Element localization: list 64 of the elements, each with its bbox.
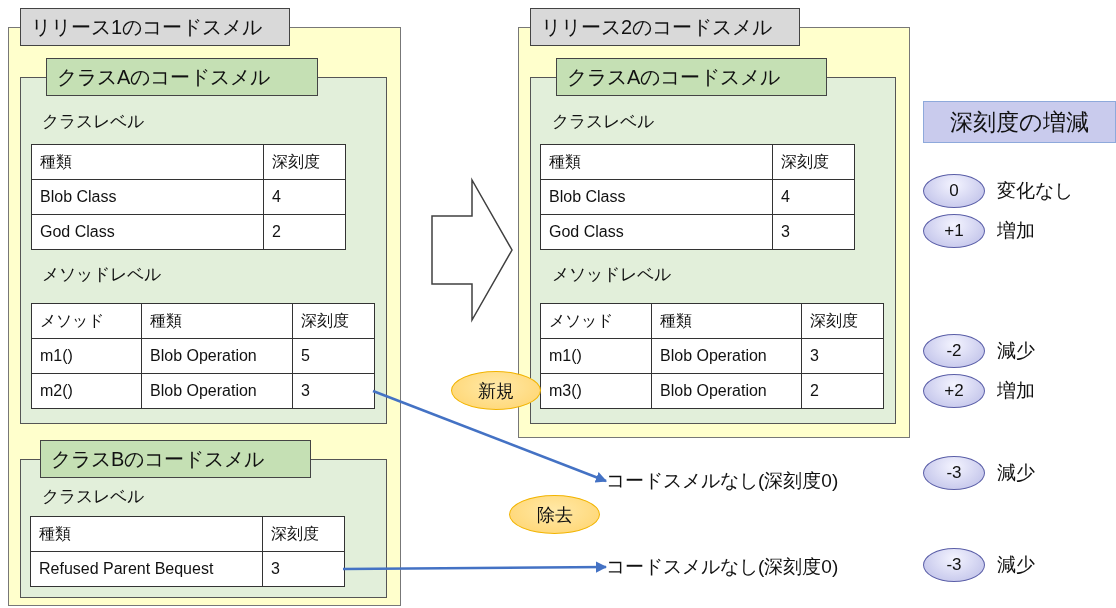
legend-heading: 深刻度の増減: [923, 101, 1116, 143]
panel-heading: リリース1のコードスメル: [20, 8, 290, 46]
section-label: クラスレベル: [42, 111, 144, 133]
table-cell: 深刻度: [262, 516, 345, 552]
value-badge: +2: [923, 374, 985, 408]
change-label: 減少: [997, 339, 1035, 363]
value-badge: -3: [923, 548, 985, 582]
table-cell: 深刻度: [292, 303, 375, 339]
value-badge: +1: [923, 214, 985, 248]
table-cell: 深刻度: [801, 303, 884, 339]
table-cell: Blob Class: [540, 179, 774, 215]
table-cell: Blob Operation: [651, 338, 803, 374]
table-cell: m1(): [31, 338, 143, 374]
table-cell: Blob Operation: [141, 338, 294, 374]
panel-heading: リリース2のコードスメル: [530, 8, 800, 46]
section-label: メソッドレベル: [42, 264, 161, 286]
table-cell: 深刻度: [263, 144, 346, 180]
status-tag: 除去: [509, 495, 600, 534]
table-cell: Blob Operation: [141, 373, 294, 409]
section-label: メソッドレベル: [552, 264, 671, 286]
change-label: 減少: [997, 553, 1035, 577]
table-cell: 種類: [540, 144, 774, 180]
table-cell: 種類: [651, 303, 803, 339]
table-cell: 3: [292, 373, 375, 409]
table-cell: 3: [772, 214, 855, 250]
change-label: 増加: [997, 219, 1035, 243]
arrow: [343, 561, 608, 573]
table-cell: メソッド: [540, 303, 653, 339]
value-badge: -3: [923, 456, 985, 490]
value-badge: 0: [923, 174, 985, 208]
table-cell: 3: [801, 338, 884, 374]
table-cell: God Class: [540, 214, 774, 250]
result-text: コードスメルなし(深刻度0): [606, 555, 839, 579]
table-cell: 種類: [31, 144, 265, 180]
change-label: 減少: [997, 461, 1035, 485]
panel-heading: クラスBのコードスメル: [40, 440, 311, 478]
table-cell: m2(): [31, 373, 143, 409]
value-badge: -2: [923, 334, 985, 368]
table-cell: 4: [263, 179, 346, 215]
section-label: クラスレベル: [42, 486, 144, 508]
table-cell: 種類: [141, 303, 294, 339]
status-tag: 新規: [451, 371, 541, 410]
table-cell: メソッド: [31, 303, 143, 339]
arrow: [372, 389, 608, 483]
section-label: クラスレベル: [552, 111, 654, 133]
table-cell: m3(): [540, 373, 653, 409]
table-cell: God Class: [31, 214, 265, 250]
table-cell: 2: [263, 214, 346, 250]
change-label: 変化なし: [997, 179, 1073, 203]
table-cell: Blob Class: [31, 179, 265, 215]
panel-heading: クラスAのコードスメル: [46, 58, 318, 96]
table-cell: Refused Parent Bequest: [30, 551, 264, 587]
table-cell: m1(): [540, 338, 653, 374]
table-cell: Blob Operation: [651, 373, 803, 409]
table-cell: 種類: [30, 516, 264, 552]
table-cell: 深刻度: [772, 144, 855, 180]
block-arrow: [431, 177, 513, 323]
table-cell: 2: [801, 373, 884, 409]
table-cell: 3: [262, 551, 345, 587]
result-text: コードスメルなし(深刻度0): [606, 469, 839, 493]
table-cell: 5: [292, 338, 375, 374]
change-label: 増加: [997, 379, 1035, 403]
panel-heading: クラスAのコードスメル: [556, 58, 827, 96]
table-cell: 4: [772, 179, 855, 215]
